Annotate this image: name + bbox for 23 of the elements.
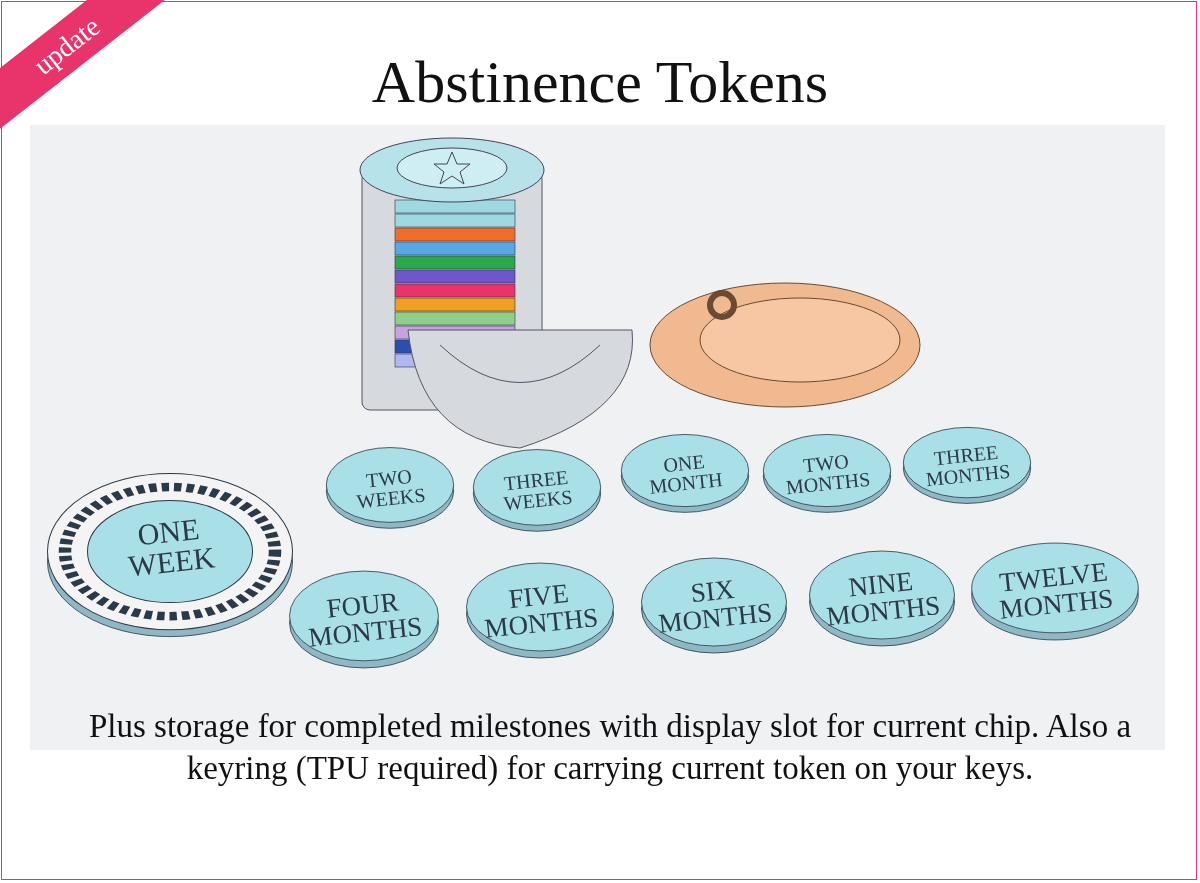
caption: Plus storage for completed milestones with display slot for current chip. Also a keyring (TPU required) for carrying current token on your keys. bbox=[87, 707, 1133, 788]
token-chip bbox=[472, 447, 602, 533]
token-chip bbox=[970, 540, 1140, 642]
token-text: SIX MONTHS bbox=[656, 572, 775, 639]
token-chip bbox=[808, 548, 956, 648]
token-medallion bbox=[45, 470, 295, 640]
token-text: ONE WEEK bbox=[125, 511, 218, 583]
token-text: TWELVE MONTHS bbox=[997, 556, 1116, 626]
token-chip bbox=[465, 560, 615, 660]
token-text: TWO WEEKS bbox=[354, 463, 428, 513]
token-chip bbox=[325, 445, 455, 530]
token-text: TWO MONTHS bbox=[783, 448, 873, 499]
token-text: THREE MONTHS bbox=[923, 439, 1013, 491]
token-chip bbox=[288, 568, 440, 670]
token-chip bbox=[620, 432, 750, 514]
token-chip bbox=[902, 425, 1032, 505]
token-chip bbox=[640, 555, 788, 655]
token-text: THREE WEEKS bbox=[501, 465, 575, 515]
token-text: FOUR MONTHS bbox=[306, 585, 425, 653]
token-chip bbox=[762, 432, 892, 514]
token-text: FIVE MONTHS bbox=[482, 577, 601, 644]
token-text: ONE MONTH bbox=[647, 448, 725, 498]
token-text: NINE MONTHS bbox=[824, 564, 943, 632]
